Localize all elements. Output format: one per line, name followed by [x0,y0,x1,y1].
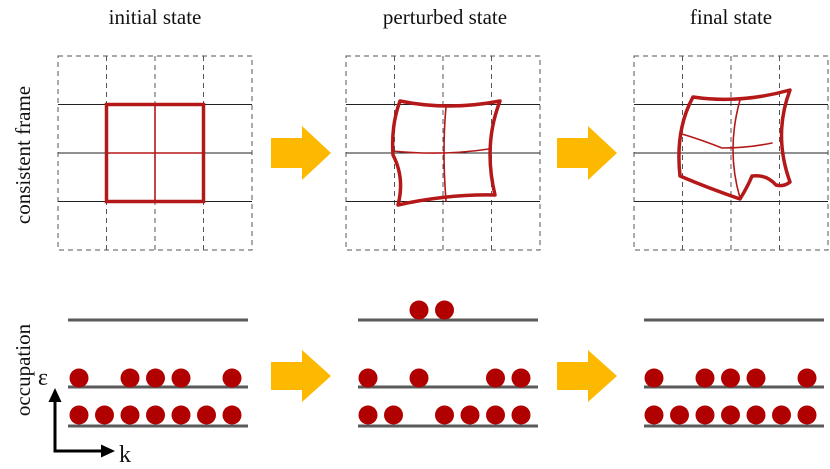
particle-final-lower [797,405,817,425]
particle-perturbed-lower [358,405,378,425]
particle-perturbed-middle [409,368,429,388]
particle-final-middle [644,368,664,388]
particle-perturbed-lower [486,405,505,425]
axes-icon [48,388,115,458]
arrow-right-icon [557,350,617,402]
frame-panel-final [633,55,829,251]
particle-initial-lower [95,405,114,425]
energy-axis-label: ε [38,365,48,391]
frame-panel-perturbed [345,55,541,251]
row-label-consistent-frame: consistent frame [11,86,35,224]
lattice-cell-initial [104,102,206,204]
particle-perturbed-lower [384,405,403,425]
particle-final-lower [644,405,664,425]
particle-initial-lower [197,405,216,425]
particle-final-middle [746,368,766,388]
particle-initial-middle [171,368,191,388]
particle-perturbed-lower [460,405,480,425]
column-title-final: final state [690,5,772,29]
particle-initial-middle [120,368,140,388]
particle-perturbed-upper [409,300,429,320]
arrow-right-icon [271,350,331,402]
particle-perturbed-middle [358,368,378,388]
particle-perturbed-upper [435,300,454,320]
particle-initial-middle [146,368,165,388]
particle-initial-lower [120,405,140,425]
arrow-right-icon [557,126,617,180]
momentum-axis-label: k [119,442,131,468]
particle-initial-lower [69,405,89,425]
particle-final-lower [746,405,766,425]
particle-initial-middle [222,368,242,388]
particle-final-lower [670,405,689,425]
particle-initial-lower [146,405,165,425]
particle-final-lower [772,405,791,425]
particle-layer [69,300,817,425]
particle-final-middle [721,368,740,388]
particle-initial-middle [69,368,89,388]
particle-perturbed-lower [511,405,531,425]
row-label-occupation: occupation [11,323,35,416]
column-title-perturbed: perturbed state [383,5,507,29]
particle-perturbed-middle [511,368,531,388]
particle-final-middle [695,368,715,388]
particle-perturbed-middle [486,368,505,388]
lattice-cell-perturbed [390,99,502,207]
particle-initial-lower [222,405,242,425]
arrow-right-icon [271,126,331,180]
particle-final-middle [797,368,817,388]
lattice-cell-final [677,88,792,201]
frame-panel-initial [57,55,253,251]
particle-perturbed-lower [435,405,454,425]
particle-final-lower [721,405,740,425]
particle-initial-lower [171,405,191,425]
column-title-initial: initial state [109,5,202,29]
particle-final-lower [695,405,715,425]
